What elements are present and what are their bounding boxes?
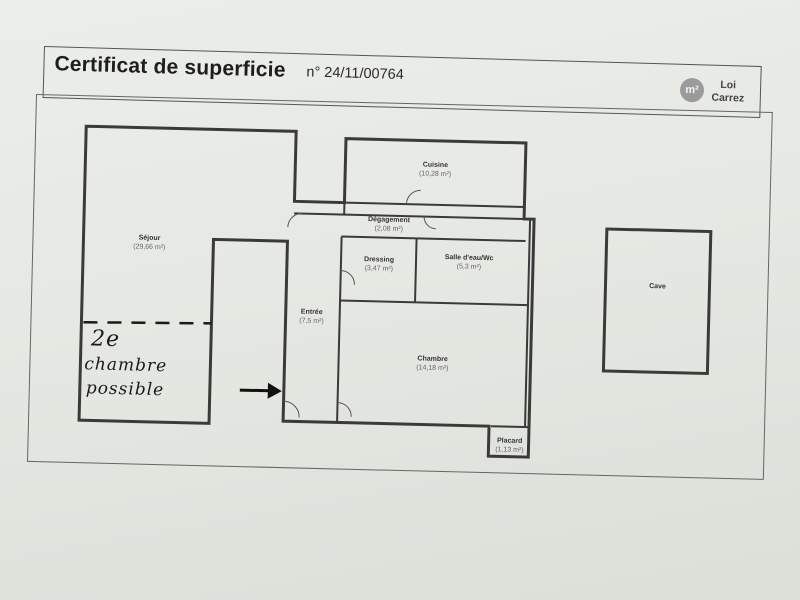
- room-label-cuisine: Cuisine (10,28 m²): [419, 160, 452, 179]
- room-area: (2,08 m²): [374, 225, 404, 234]
- floor-plan: [77, 124, 713, 459]
- door: [340, 269, 355, 285]
- room-area: (10,28 m²): [418, 170, 452, 179]
- handwritten-dashed-line: [83, 320, 212, 325]
- badge-label-line1: Loi: [720, 78, 737, 92]
- handwritten-note-line2: chambre: [84, 354, 168, 377]
- door: [283, 400, 300, 418]
- badge-label-line2: Carrez: [711, 91, 745, 105]
- room-name: Cave: [649, 283, 666, 291]
- cave-outline: [601, 227, 713, 376]
- hall-right-wall: [336, 300, 342, 423]
- entry-arrow-icon: [239, 382, 282, 399]
- dressing-top-wall: [341, 235, 526, 243]
- room-area: (14,18 m²): [416, 364, 449, 373]
- loi-carrez-label: Loi Carrez: [708, 79, 749, 106]
- room-label-degagement: Dégagement (2,08 m²): [368, 215, 410, 234]
- door: [423, 216, 436, 230]
- door: [337, 401, 352, 417]
- room-label-cave: Cave: [649, 282, 666, 291]
- room-label-chambre: Chambre (14,18 m²): [416, 354, 449, 373]
- room-label-placard: Placard (1,13 m²): [495, 436, 524, 455]
- door-arcs: [283, 189, 436, 418]
- room-label-entree: Entrée (7,5 m²): [299, 308, 324, 327]
- floor-plan-frame: Séjour (29,66 m²) Cuisine (10,28 m²) Dég…: [27, 94, 773, 480]
- bathroom-right-wall: [524, 219, 532, 428]
- room-area: (5,3 m²): [456, 263, 482, 271]
- closet-top-wall: [490, 425, 530, 429]
- bedroom-top-wall: [340, 299, 529, 307]
- room-area: (7,5 m²): [299, 317, 324, 326]
- room-label-dressing: Dressing (3,47 m²): [364, 255, 394, 274]
- room-area: (3,47 m²): [364, 265, 394, 273]
- certificate-title: Certificat de superficie: [54, 52, 286, 82]
- room-area: (1,13 m²): [495, 446, 524, 455]
- apartment-outer-wall: [77, 124, 536, 459]
- certificate-number: n° 24/11/00764: [306, 64, 405, 84]
- door: [405, 189, 421, 205]
- room-label-sejour: Séjour (29,66 m²): [133, 233, 166, 252]
- dressing-left-wall: [339, 236, 343, 301]
- room-label-salle-eau: Salle d'eau/Wc (5,3 m²): [444, 253, 494, 272]
- door: [287, 213, 303, 228]
- room-area: (29,66 m²): [133, 243, 166, 252]
- corridor-wall: [294, 212, 525, 220]
- walls: [77, 124, 536, 459]
- dressing-right-wall: [414, 238, 418, 303]
- loi-carrez-logo: m²: [679, 77, 705, 103]
- kitchen-wall: [344, 201, 525, 208]
- handwritten-note-line1: 2e: [90, 326, 121, 353]
- interior-walls: [294, 201, 532, 429]
- handwritten-note-line3: possible: [85, 378, 165, 401]
